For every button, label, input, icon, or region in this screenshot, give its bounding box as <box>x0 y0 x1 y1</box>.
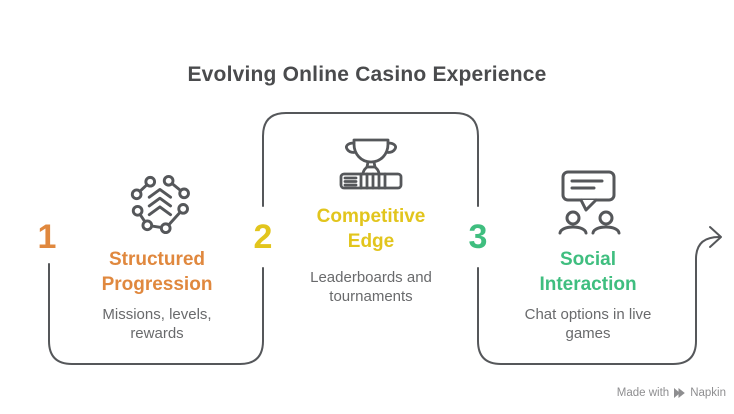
step-card-structured-progression: Structured Progression Missions, levels,… <box>57 173 257 343</box>
page-title: Evolving Online Casino Experience <box>187 63 547 87</box>
chat-people-icon <box>558 170 621 235</box>
flow-segment-step1 <box>48 263 264 365</box>
step-description: Chat options in live games <box>524 306 652 342</box>
flow-segment-step3 <box>477 236 720 365</box>
step-number-2: 2 <box>253 218 273 256</box>
progression-network-icon <box>130 174 190 235</box>
step-number-1: 1 <box>37 218 57 256</box>
watermark: Made with Napkin <box>617 387 726 399</box>
step-heading: Social Interaction <box>539 249 637 295</box>
step-description: Leaderboards and tournaments <box>310 269 432 305</box>
step-card-social-interaction: Social Interaction Chat options in live … <box>488 169 688 343</box>
step-description: Missions, levels, rewards <box>102 306 212 342</box>
napkin-logo-icon <box>674 388 685 398</box>
flow-path-lines <box>48 112 722 365</box>
watermark-brand: Napkin <box>690 387 726 399</box>
flow-arrowhead-icon <box>709 226 722 248</box>
step-heading: Competitive Edge <box>316 206 426 252</box>
flow-segment-step2 <box>262 112 479 207</box>
step-heading: Structured Progression <box>101 249 213 295</box>
step-card-competitive-edge: Competitive Edge Leaderboards and tourna… <box>271 136 471 306</box>
watermark-prefix: Made with <box>616 387 670 399</box>
trophy-leaderboard-icon <box>339 138 403 190</box>
step-number-3: 3 <box>468 218 488 256</box>
